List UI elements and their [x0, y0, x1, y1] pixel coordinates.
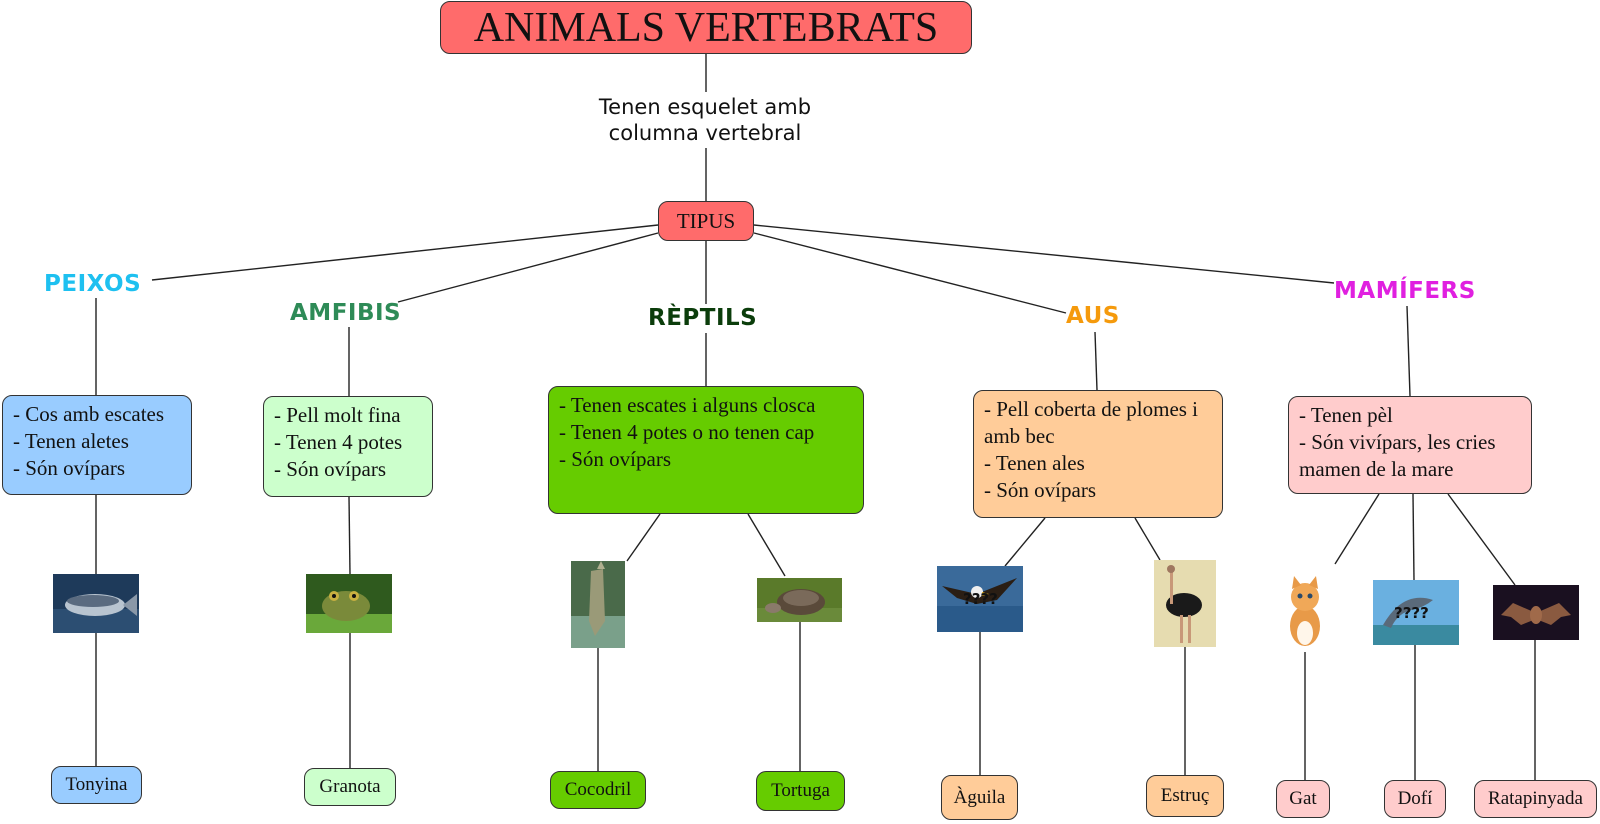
- animal-label-tonyina: Tonyina: [51, 766, 142, 804]
- animal-label-gat: Gat: [1276, 780, 1330, 818]
- trait-line: - Són vivípars, les cries mamen de la ma…: [1299, 430, 1496, 481]
- category-peixos: PEIXOS: [44, 271, 142, 297]
- category-aus: AUS: [1066, 303, 1120, 329]
- animal-label-estruc: Estruç: [1146, 775, 1224, 817]
- animal-label-ratapinyada: Ratapinyada: [1474, 780, 1597, 818]
- animal-label-granota: Granota: [304, 768, 396, 806]
- category-amfibis: AMFIBIS: [290, 300, 402, 326]
- trait-line: - Cos amb escates: [13, 402, 165, 426]
- trait-line: - Tenen 4 potes o no tenen cap: [559, 420, 815, 444]
- tuna-photo: [53, 574, 139, 633]
- trait-line: - Tenen escates i alguns closca: [559, 393, 816, 417]
- dolphin-question-mark: ????: [1394, 604, 1429, 622]
- trait-line: - Tenen 4 potes: [274, 430, 403, 454]
- dolphin-photo: [1373, 580, 1459, 645]
- crocodile-photo: [571, 561, 625, 648]
- types-node: TIPUS: [658, 201, 754, 241]
- frog-photo: [306, 574, 392, 633]
- definition-text: Tenen esquelet amb columna vertebral: [598, 95, 812, 145]
- page-title: ANIMALS VERTEBRATS: [440, 1, 972, 54]
- ostrich-photo: [1154, 560, 1216, 647]
- trait-line: - Pell molt fina: [274, 403, 401, 427]
- eagle-photo: [937, 566, 1023, 632]
- traits-mamifers: - Tenen pèl - Són vivípars, les cries mam…: [1288, 396, 1532, 494]
- trait-line: - Són ovípars: [13, 456, 125, 480]
- traits-aus: - Pell coberta de plomes i amb bec - Tene…: [973, 390, 1223, 518]
- trait-line: - Pell coberta de plomes i amb bec: [984, 397, 1199, 448]
- animal-label-cocodril: Cocodril: [550, 771, 646, 809]
- eagle-question-mark: ????: [963, 590, 998, 608]
- animal-label-tortuga: Tortuga: [756, 771, 845, 811]
- trait-line: - Tenen ales: [984, 451, 1085, 475]
- turtle-photo: [757, 578, 842, 622]
- traits-peixos: - Cos amb escates - Tenen aletes - Són oví…: [2, 395, 192, 495]
- trait-line: - Tenen aletes: [13, 429, 129, 453]
- traits-amfibis: - Pell molt fina - Tenen 4 potes - Són oví…: [263, 396, 433, 497]
- trait-line: - Tenen pèl: [1299, 403, 1393, 427]
- cat-photo: [1282, 571, 1328, 652]
- category-reptils: RÈPTILS: [648, 305, 758, 331]
- animal-label-aguila: Àguila: [941, 775, 1018, 820]
- bat-photo: [1493, 585, 1579, 640]
- trait-line: - Són ovípars: [559, 447, 671, 471]
- category-mamifers: MAMÍFERS: [1334, 278, 1476, 304]
- traits-reptils: - Tenen escates i alguns closca - Tenen 4…: [548, 386, 864, 514]
- trait-line: - Són ovípars: [984, 478, 1096, 502]
- trait-line: - Són ovípars: [274, 457, 386, 481]
- animal-label-dofi: Dofí: [1384, 780, 1446, 818]
